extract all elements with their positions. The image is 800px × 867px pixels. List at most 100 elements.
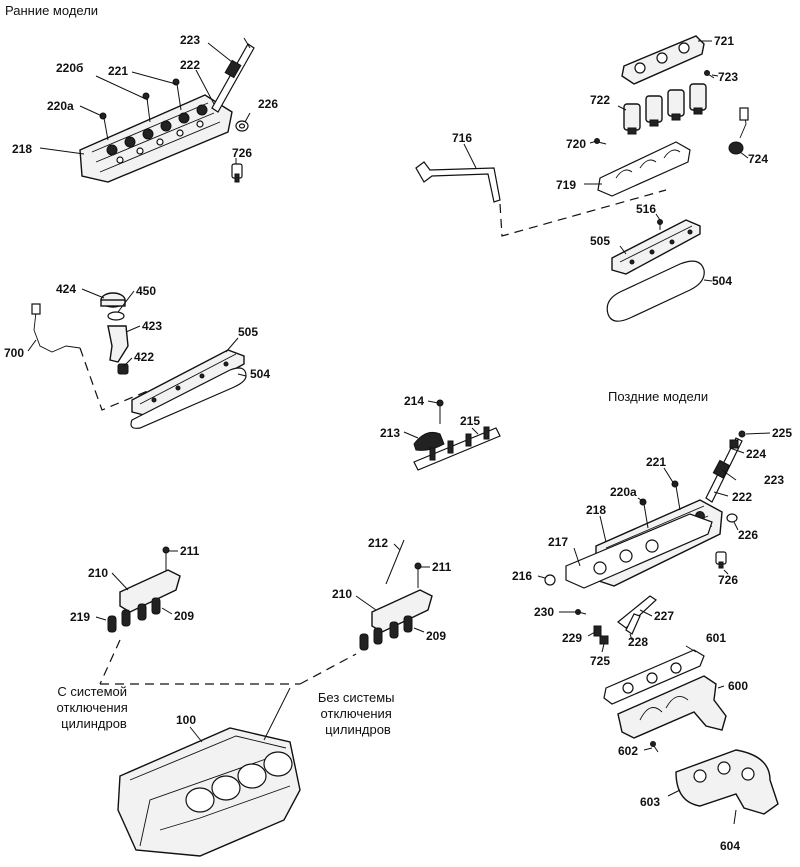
label-424: 424 bbox=[56, 282, 76, 296]
label-721: 721 bbox=[714, 34, 734, 48]
coil-bracket-719 bbox=[597, 141, 691, 197]
bolt-225 bbox=[738, 430, 746, 438]
caption-with-afm: С системой отключения цилиндров bbox=[57, 684, 132, 731]
label-719: 719 bbox=[556, 178, 576, 192]
label-216: 216 bbox=[512, 569, 532, 583]
bolt-214 bbox=[436, 399, 444, 424]
early-head-bolt-220b bbox=[142, 92, 151, 123]
o-ring-450 bbox=[107, 311, 125, 321]
label-220b: 220б bbox=[56, 61, 83, 75]
grommet-422 bbox=[117, 363, 129, 375]
label-601: 601 bbox=[706, 631, 726, 645]
label-504-left: 504 bbox=[250, 367, 270, 381]
label-213: 213 bbox=[380, 426, 400, 440]
label-218-early: 218 bbox=[12, 142, 32, 156]
label-219: 219 bbox=[70, 610, 90, 624]
label-217: 217 bbox=[548, 535, 568, 549]
heat-shield-603 bbox=[675, 749, 779, 815]
label-220a-late: 220a bbox=[610, 485, 637, 499]
early-fuel-rail-222 bbox=[211, 37, 255, 113]
dashed-lifter-link-afm bbox=[99, 639, 121, 685]
label-227: 227 bbox=[654, 609, 674, 623]
caption-with-afm-line1: С системой bbox=[57, 684, 127, 699]
label-220a-early: 220a bbox=[47, 99, 74, 113]
lifter-group-with-afm: 211 210 219 209 bbox=[70, 544, 200, 633]
label-224: 224 bbox=[746, 447, 766, 461]
exhaust-manifold-group: 601 600 602 603 604 bbox=[603, 631, 779, 853]
label-450: 450 bbox=[136, 284, 156, 298]
fuel-rail-222-late bbox=[705, 437, 743, 503]
label-230: 230 bbox=[534, 605, 554, 619]
rocker-support-215 bbox=[413, 426, 501, 471]
label-209-afm: 209 bbox=[174, 609, 194, 623]
early-cylinder-head bbox=[79, 94, 233, 183]
label-214: 214 bbox=[404, 394, 424, 408]
washer-226-late bbox=[726, 513, 738, 523]
label-720: 720 bbox=[566, 137, 586, 151]
label-505-left: 505 bbox=[238, 325, 258, 339]
early-washer-226 bbox=[235, 120, 249, 132]
head-gasket-217 bbox=[565, 513, 713, 589]
label-600: 600 bbox=[728, 679, 748, 693]
dashed-lifter-link-no-afm bbox=[299, 653, 357, 685]
lifters-no-afm bbox=[359, 615, 413, 651]
dashed-hose-link-left bbox=[79, 347, 151, 411]
label-210-no-afm: 210 bbox=[332, 587, 352, 601]
label-725: 725 bbox=[590, 654, 610, 668]
label-722: 722 bbox=[590, 93, 610, 107]
early-cylinder-head-group: 223 220б 221 222 220a 226 218 726 bbox=[12, 33, 278, 183]
label-223-early: 223 bbox=[180, 33, 200, 47]
label-226-early: 226 bbox=[258, 97, 278, 111]
label-723: 723 bbox=[718, 70, 738, 84]
label-221-early: 221 bbox=[108, 64, 128, 78]
stud-229 bbox=[593, 625, 602, 637]
label-228: 228 bbox=[628, 635, 648, 649]
bolt-230 bbox=[575, 609, 587, 615]
pushrod-212 bbox=[385, 539, 405, 585]
label-724: 724 bbox=[748, 152, 768, 166]
label-222-late: 222 bbox=[732, 490, 752, 504]
label-716: 716 bbox=[452, 131, 472, 145]
gasket-504-right bbox=[606, 260, 705, 322]
label-602: 602 bbox=[618, 744, 638, 758]
label-422: 422 bbox=[134, 350, 154, 364]
ignition-coils-722 bbox=[623, 83, 707, 135]
harness-716 bbox=[415, 161, 501, 203]
label-700: 700 bbox=[4, 346, 24, 360]
label-211-afm: 211 bbox=[180, 544, 200, 558]
caption-without-afm-line3: цилиндров bbox=[325, 722, 391, 737]
rocker-arm-213 bbox=[413, 431, 445, 451]
bolt-221-late bbox=[671, 480, 681, 511]
label-726-early: 726 bbox=[232, 146, 252, 160]
bolt-602 bbox=[650, 741, 659, 753]
sensor-726-late bbox=[715, 551, 727, 569]
label-505-right: 505 bbox=[590, 234, 610, 248]
caption-with-afm-line3: цилиндров bbox=[61, 716, 127, 731]
caption-late-models: Поздние модели bbox=[608, 389, 708, 404]
label-223-late: 223 bbox=[764, 473, 784, 487]
exhaust-manifold-600 bbox=[617, 675, 727, 739]
bolt-516 bbox=[657, 219, 663, 230]
caption-without-afm-line1: Без системы bbox=[318, 690, 395, 705]
dowel-216 bbox=[544, 574, 556, 586]
bolt-220a-late bbox=[639, 498, 649, 529]
label-212: 212 bbox=[368, 536, 388, 550]
label-604: 604 bbox=[720, 839, 740, 853]
oil-cap-424 bbox=[100, 292, 126, 308]
label-221-late: 221 bbox=[646, 455, 666, 469]
sensor-724 bbox=[728, 107, 749, 155]
engine-block-100 bbox=[117, 727, 301, 857]
label-726-late: 726 bbox=[718, 573, 738, 587]
gasket-504-left bbox=[130, 367, 247, 429]
caption-early-models: Ранние модели bbox=[5, 3, 98, 18]
bracket-228 bbox=[625, 613, 641, 635]
oil-fill-tube-423 bbox=[107, 325, 129, 363]
label-218-late: 218 bbox=[586, 503, 606, 517]
caption-with-afm-line2: отключения bbox=[57, 700, 128, 715]
label-225: 225 bbox=[772, 426, 792, 440]
label-215: 215 bbox=[460, 414, 480, 428]
lifters-afm bbox=[107, 597, 161, 633]
label-226-late: 226 bbox=[738, 528, 758, 542]
dashed-harness-link-right bbox=[499, 189, 667, 237]
late-cylinder-head-group: 225 224 223 221 220a 222 218 217 226 216… bbox=[512, 426, 792, 668]
